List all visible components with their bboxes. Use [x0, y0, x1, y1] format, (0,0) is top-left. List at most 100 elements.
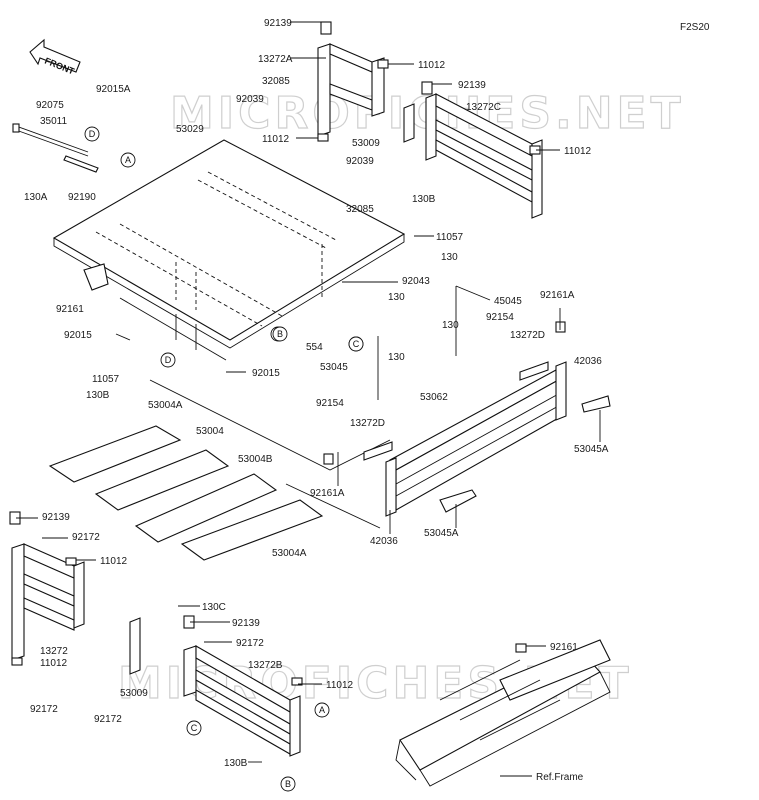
callout-a: A [314, 702, 330, 718]
clip-92161a-right [555, 321, 566, 333]
part-label-11057: 11057 [436, 232, 464, 243]
part-label-92161a: 92161A [310, 488, 345, 499]
part-label-53004a: 53004A [148, 400, 183, 411]
grommet-92161-icon [515, 643, 527, 653]
cap-11012-d-icon [65, 557, 77, 566]
callout-d: D [160, 352, 176, 368]
rod-92190 [63, 155, 99, 173]
part-label-13272d: 13272D [350, 418, 385, 429]
part-label-92190: 92190 [68, 192, 96, 203]
svg-text:B: B [285, 779, 291, 789]
part-label-11012: 11012 [100, 556, 128, 567]
diagram-code: F2S20 [680, 22, 710, 33]
svg-text:A: A [319, 705, 325, 715]
bed-floor-53029 [52, 139, 406, 361]
part-label-45045: 45045 [494, 296, 522, 307]
part-label-92039: 92039 [236, 94, 264, 105]
rail-13272a [317, 21, 389, 142]
part-label-130: 130 [388, 292, 405, 303]
part-label-130: 130 [441, 252, 458, 263]
svg-text:B: B [277, 329, 283, 339]
cap-92139-b-icon [421, 81, 433, 95]
part-label-92154: 92154 [486, 312, 514, 323]
part-label-130c: 130C [202, 602, 226, 613]
front-arrow-icon: FRONT [29, 38, 81, 77]
part-label-92172: 92172 [30, 704, 58, 715]
part-label-92172: 92172 [72, 532, 100, 543]
part-label-53045: 53045 [320, 362, 348, 373]
bracket-53009-top [403, 103, 415, 143]
part-label-92139: 92139 [458, 80, 486, 91]
part-label-11057: 11057 [92, 374, 120, 385]
part-label-53009: 53009 [352, 138, 380, 149]
mat-53004b [134, 473, 278, 543]
part-label-92161: 92161 [56, 304, 84, 315]
part-label-92015: 92015 [64, 330, 92, 341]
part-label-92139: 92139 [264, 18, 292, 29]
part-label-35011: 35011 [40, 116, 68, 127]
pin-35011 [12, 123, 89, 157]
part-label-130b: 130B [224, 758, 248, 769]
part-label-42036: 42036 [370, 536, 398, 547]
rail-13272 [9, 511, 85, 666]
callout-c: C [186, 720, 202, 736]
cap-11012-b-icon [317, 133, 329, 142]
part-label-13272c: 13272C [466, 102, 501, 113]
callout-a: A [120, 152, 136, 168]
part-label-13272a: 13272A [258, 54, 293, 65]
part-label-53004: 53004 [196, 426, 224, 437]
part-label-554: 554 [306, 342, 323, 353]
callout-d: D [84, 126, 100, 142]
rail-13272b [183, 615, 303, 757]
part-label-130b: 130B [412, 194, 436, 205]
part-label-130: 130 [388, 352, 405, 363]
cap-11012-e-icon [11, 657, 23, 666]
part-label-130: 130 [442, 320, 459, 331]
part-label-32085: 32085 [346, 204, 374, 215]
part-label-53004a: 53004A [272, 548, 307, 559]
bracket-53009-bottom [129, 617, 141, 675]
part-label-53009: 53009 [120, 688, 148, 699]
floor-mats [48, 379, 391, 561]
part-label-42036: 42036 [574, 356, 602, 367]
latch-53045a-right [581, 395, 611, 413]
leader-lines [16, 21, 601, 777]
part-label-53045a: 53045A [424, 528, 459, 539]
part-label-92015: 92015 [252, 368, 280, 379]
part-label-92139: 92139 [42, 512, 70, 523]
part-label-92039: 92039 [346, 156, 374, 167]
part-label-130b: 130B [86, 390, 110, 401]
svg-text:D: D [89, 129, 96, 139]
tailgate-53062 [363, 361, 567, 517]
part-label-11012: 11012 [418, 60, 446, 71]
mat-53004 [94, 449, 230, 511]
part-label-53062: 53062 [420, 392, 448, 403]
watermark-top: MICROFICHES.NET [170, 88, 685, 139]
callout-layer: ABCDDBCACB [84, 126, 364, 792]
mat-53004a-2 [180, 499, 324, 561]
ref-frame-label: Ref.Frame [536, 772, 584, 783]
part-label-92172: 92172 [94, 714, 122, 725]
cap-11012-f-icon [291, 677, 303, 686]
part-label-53004b: 53004B [238, 454, 273, 465]
part-label-92161a: 92161A [540, 290, 575, 301]
part-label-53045a: 53045A [574, 444, 609, 455]
part-label-130a: 130A [24, 192, 48, 203]
svg-text:C: C [191, 723, 198, 733]
part-label-13272b: 13272B [248, 660, 283, 671]
part-label-92172: 92172 [236, 638, 264, 649]
part-label-13272d: 13272D [510, 330, 545, 341]
part-label-53029: 53029 [176, 124, 204, 135]
part-label-11012: 11012 [564, 146, 592, 157]
clip-92161a-left [323, 453, 334, 465]
reference-frame [395, 639, 611, 787]
part-label-92043: 92043 [402, 276, 430, 287]
part-label-11012: 11012 [40, 658, 68, 669]
rail-13272c [421, 81, 543, 219]
part-label-92161: 92161 [550, 642, 578, 653]
part-label-13272: 13272 [40, 646, 68, 657]
svg-text:D: D [165, 355, 172, 365]
label-layer: 9213913272A11012320859203911012921391327… [24, 18, 609, 769]
part-label-32085: 32085 [262, 76, 290, 87]
